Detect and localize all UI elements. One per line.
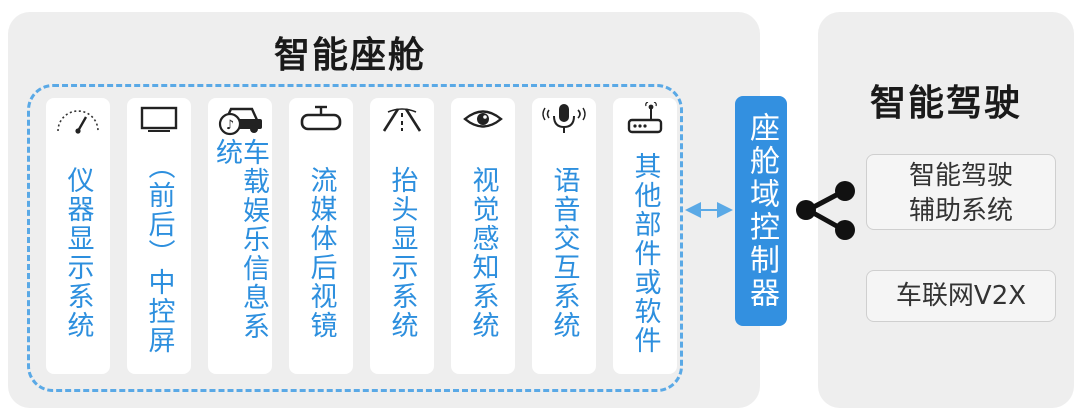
column-label: 抬头显示系统: [386, 166, 418, 340]
adas-box: 智能驾驶 辅助系统: [866, 154, 1056, 230]
driving-title: 智能驾驶: [869, 83, 1022, 124]
column-label: 仪器显示系统: [62, 166, 94, 340]
column-voice-interaction: 语音交互系统: [532, 98, 596, 374]
column-infotainment: ♪ 车载娱乐信息系统: [208, 98, 272, 374]
road-icon: [370, 102, 434, 136]
screen-icon: [127, 102, 191, 136]
car-music-icon: ♪: [208, 102, 272, 136]
v2x-box: 车联网V2X: [866, 270, 1056, 322]
gauge-icon: [46, 102, 110, 136]
router-icon: [613, 102, 677, 136]
cockpit-components-group: [27, 84, 683, 392]
eye-icon: [451, 102, 515, 136]
column-visual-perception: 视觉感知系统: [451, 98, 515, 374]
adas-line-1: 智能驾驶: [908, 161, 1013, 191]
column-label: 车载娱乐信息系统: [211, 138, 269, 341]
column-label: 语音交互系统: [548, 166, 580, 340]
column-head-up-display: 抬头显示系统: [370, 98, 434, 374]
microphone-icon: [532, 102, 596, 136]
share-icon: [796, 181, 855, 240]
column-streaming-mirror: 流媒体后视镜: [289, 98, 353, 374]
column-label: （前后）中控屏: [143, 151, 175, 355]
cockpit-title: 智能座舱: [273, 35, 426, 76]
column-center-screen: （前后）中控屏: [127, 98, 191, 374]
adas-line-2: 辅助系统: [908, 196, 1013, 226]
column-label: 其他部件或软件: [629, 151, 661, 355]
column-label: 视觉感知系统: [467, 166, 499, 340]
controller-label: 座舱域控制器: [744, 112, 779, 310]
svg-text:♪: ♪: [226, 118, 234, 133]
rearview-mirror-icon: [289, 102, 353, 136]
column-other-components: 其他部件或软件: [613, 98, 677, 374]
cockpit-domain-controller: 座舱域控制器: [735, 96, 787, 326]
column-label: 流媒体后视镜: [305, 166, 337, 340]
column-instrument-display: 仪器显示系统: [46, 98, 110, 374]
